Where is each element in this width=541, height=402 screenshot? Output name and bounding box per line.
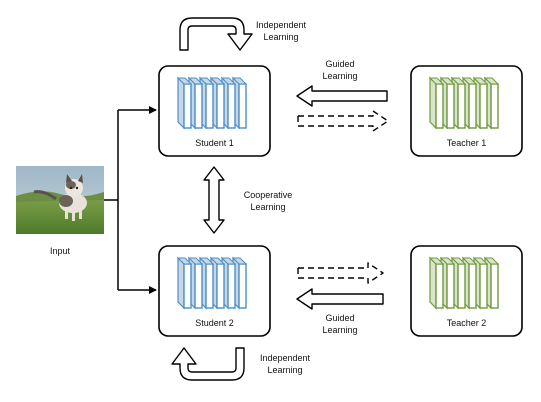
- layer-front: [490, 83, 499, 129]
- layer-front: [216, 263, 225, 309]
- layer-front: [490, 263, 499, 309]
- student-1-layer-stack: [176, 76, 248, 130]
- layer-front: [205, 83, 214, 129]
- layer-front: [468, 263, 477, 309]
- layer-front: [216, 83, 225, 129]
- layer-top: [472, 77, 489, 85]
- layer-top: [483, 257, 500, 265]
- layer-top: [450, 77, 467, 85]
- cooperative-double-arrow: [203, 166, 225, 234]
- input-connectors: [104, 106, 157, 294]
- layer-front: [479, 83, 488, 129]
- layer-front: [435, 263, 444, 309]
- teacher-2-layer-stack: [428, 256, 500, 310]
- layer-front: [468, 83, 477, 129]
- student-1-label: Student 1: [195, 138, 234, 148]
- layer-top: [450, 257, 467, 265]
- layer-top: [439, 77, 456, 85]
- layer-top: [428, 77, 445, 85]
- layer-top: [198, 77, 215, 85]
- layer-top: [461, 257, 478, 265]
- layer-front: [446, 263, 455, 309]
- feedback-dashed-arrow-top: [297, 110, 389, 132]
- layer-front: [446, 83, 455, 129]
- guided-arrow-top: [296, 85, 388, 107]
- input-label: Input: [49, 246, 71, 256]
- layer-front: [479, 263, 488, 309]
- layer-top: [176, 77, 193, 85]
- layer-top: [472, 257, 489, 265]
- layer-front: [227, 263, 236, 309]
- layer-front: [457, 263, 466, 309]
- feedback-dashed-arrow-bottom: [297, 262, 384, 284]
- layer-top: [428, 257, 445, 265]
- layer-top: [198, 257, 215, 265]
- layer-front: [238, 263, 247, 309]
- layer-front: [183, 83, 192, 129]
- layer-side: [429, 256, 437, 310]
- layer-top: [176, 257, 193, 265]
- layer-top: [187, 257, 204, 265]
- student-2-layer-stack: [176, 256, 248, 310]
- independent-loop-bottom-arrow: [171, 347, 245, 381]
- layer-top: [209, 257, 226, 265]
- layer-top: [209, 77, 226, 85]
- layer-front: [205, 263, 214, 309]
- layer-front: [194, 83, 203, 129]
- teacher-1-label: Teacher 1: [446, 138, 487, 148]
- layer-top: [231, 77, 248, 85]
- layer-top: [483, 77, 500, 85]
- input-image: [16, 166, 104, 234]
- layer-side: [429, 76, 437, 130]
- layer-top: [231, 257, 248, 265]
- teacher-2-label: Teacher 2: [446, 318, 487, 328]
- layer-top: [187, 77, 204, 85]
- teacher-1-layer-stack: [428, 76, 500, 130]
- independent-loop-top-arrow: [179, 17, 253, 51]
- layer-top: [220, 257, 237, 265]
- layer-top: [461, 77, 478, 85]
- layer-front: [194, 263, 203, 309]
- layer-top: [439, 257, 456, 265]
- layer-front: [238, 83, 247, 129]
- layer-side: [177, 256, 185, 310]
- layer-top: [220, 77, 237, 85]
- layer-front: [457, 83, 466, 129]
- guided-arrow-bottom: [296, 288, 384, 310]
- layer-front: [435, 83, 444, 129]
- layer-front: [183, 263, 192, 309]
- layer-front: [227, 83, 236, 129]
- student-2-label: Student 2: [195, 318, 234, 328]
- layer-side: [177, 76, 185, 130]
